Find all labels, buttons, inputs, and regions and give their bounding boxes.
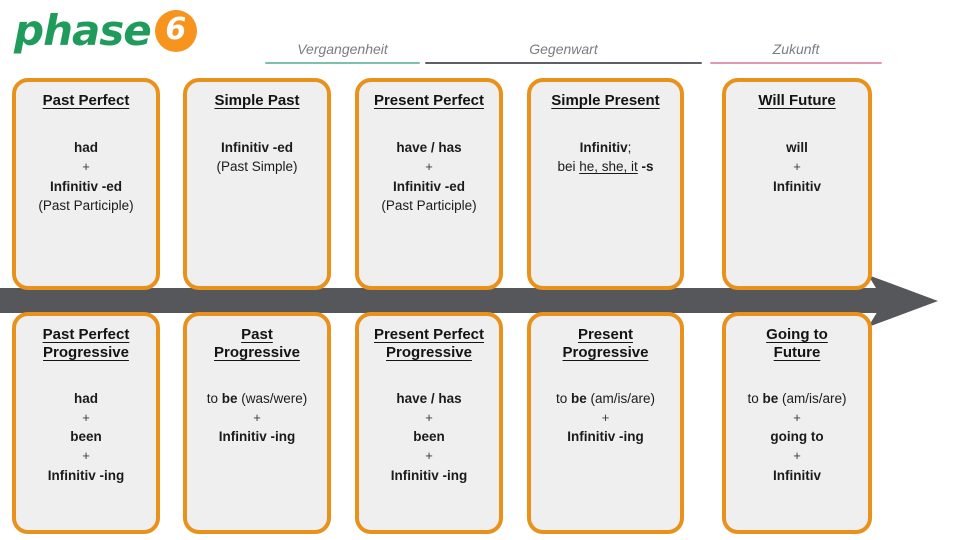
logo-six-badge-icon: 6 — [154, 10, 197, 52]
phase6-logo: phase 6 — [14, 10, 197, 52]
tense-card-title: Simple Past — [214, 92, 300, 109]
tense-card-formula: Infinitiv -ed(Past Simple) — [216, 140, 298, 175]
timeline-label-future: Zukunft — [772, 41, 820, 57]
timeline-label-present: Gegenwart — [529, 41, 598, 57]
timeline-arrow-shaft — [0, 288, 893, 313]
tense-card-title: Simple Present — [551, 92, 660, 109]
tense-card-formula: Infinitiv;bei he, she, it -s — [557, 140, 654, 175]
tense-card[interactable]: Will Future will+Infinitiv — [722, 78, 872, 290]
tense-card-formula: have / has+Infinitiv -ed(Past Participle… — [381, 140, 477, 214]
timeline-arrow-head-icon — [868, 275, 938, 327]
tense-card-formula: have / has+been+Infinitiv -ing — [390, 390, 468, 483]
timeline-rule-future — [710, 62, 882, 64]
tense-card-title: Past Perfect — [42, 92, 130, 109]
tense-card-title: Present Perfect — [373, 92, 485, 109]
logo-wordmark: phase — [14, 6, 152, 55]
timeline-rule-past — [265, 62, 420, 64]
timeline-rule-present — [425, 62, 702, 64]
tense-card-formula: to be (was/were)+Infinitiv -ing — [206, 390, 308, 445]
tense-card[interactable]: Present Perfect have / has+Infinitiv -ed(… — [355, 78, 503, 290]
tense-card-formula: to be (am/is/are)+going to+Infinitiv — [747, 390, 847, 483]
tense-card-formula: had+been+Infinitiv -ing — [47, 390, 125, 483]
tense-card[interactable]: Past Perfect had+Infinitiv -ed(Past Parti… — [12, 78, 160, 290]
tense-card-title: Will Future — [758, 92, 836, 109]
timeline-label-past: Vergangenheit — [297, 41, 388, 57]
tense-card-formula: to be (am/is/are)+Infinitiv -ing — [555, 390, 656, 445]
tense-card-formula: had+Infinitiv -ed(Past Participle) — [38, 140, 134, 214]
tense-card-formula: will+Infinitiv — [773, 140, 821, 194]
